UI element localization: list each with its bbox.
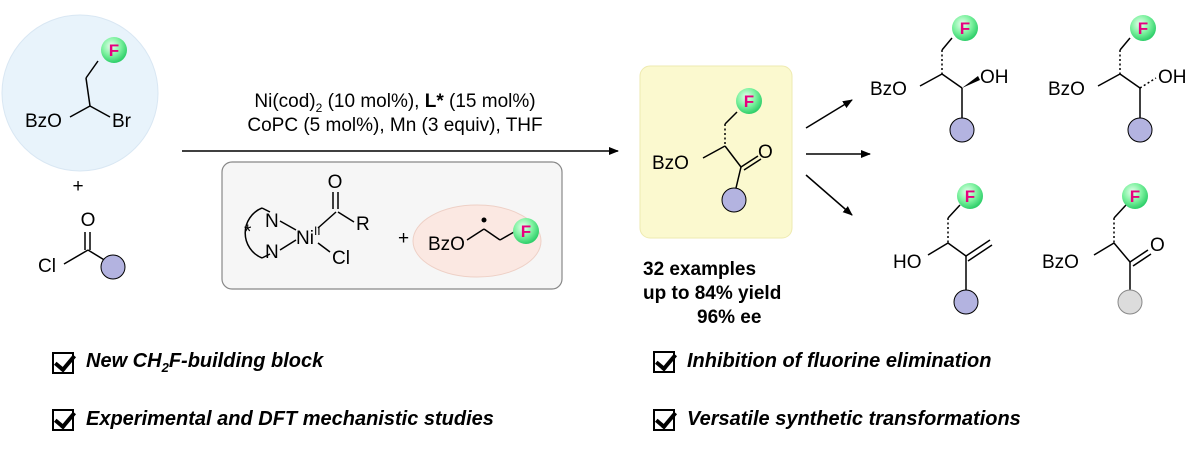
- cl-label: Cl: [38, 256, 56, 277]
- derivative-1: F BzO OH: [870, 15, 1009, 143]
- start-material: F BzO Br +: [1, 14, 159, 197]
- feature-text: Versatile synthetic transformations: [687, 408, 1021, 430]
- bzo-label: BzO: [25, 111, 62, 132]
- product-fluoro-label: F: [744, 92, 754, 111]
- feature-text: Experimental and DFT mechanistic studies: [86, 408, 494, 430]
- br-label: Br: [112, 111, 132, 132]
- derivative-3: F HO: [893, 183, 993, 315]
- intermediate-plus: +: [398, 228, 409, 249]
- acyl-chloride: O Cl: [38, 210, 126, 280]
- intermediate-box: * N N NiII O R Cl + F BzO: [221, 161, 563, 290]
- fluoro-tag: [101, 37, 127, 63]
- d3-fluoro-label: F: [965, 187, 975, 206]
- derivative-4: F BzO O: [1042, 183, 1165, 315]
- d1-bzo-label: BzO: [870, 79, 907, 100]
- checkbox-icon: [52, 408, 74, 431]
- carbonyl-o-label: O: [81, 210, 96, 231]
- feature-transformations: Versatile synthetic transformations: [653, 408, 1021, 431]
- feature-inhibition: Inhibition of fluorine elimination: [653, 350, 991, 373]
- n-label-1: N: [265, 211, 279, 232]
- product-bzo-label: BzO: [652, 153, 689, 174]
- feature-building-block: New CH2F-building block: [52, 350, 323, 375]
- stat-ee: 96% ee: [697, 307, 761, 328]
- ligand-star: *: [244, 222, 252, 243]
- d4-fluoro-label: F: [1130, 187, 1140, 206]
- d4-fluoro-tag: [1122, 183, 1148, 209]
- radical-bzo-label: BzO: [428, 234, 465, 255]
- conditions-line-1: Ni(cod)2 (10 mol%), L* (15 mol%): [254, 91, 535, 115]
- d1-fluoro-label: F: [960, 19, 970, 38]
- derivative-2: F BzO OH: [1048, 15, 1187, 143]
- product-r-group: [721, 187, 747, 213]
- conditions-line-2: CoPC (5 mol%), Mn (3 equiv), THF: [247, 115, 542, 136]
- d3-ho-label: HO: [893, 252, 922, 273]
- d2-bzo-label: BzO: [1048, 79, 1085, 100]
- d2-r-group: [1127, 117, 1153, 143]
- stat-examples: 32 examples: [643, 259, 756, 280]
- ni-label: NiII: [296, 224, 321, 249]
- start-material-highlight: [1, 14, 159, 172]
- radical-fluoro-tag: [513, 218, 539, 244]
- n-label-2: N: [265, 242, 279, 263]
- d3-r-group: [953, 289, 979, 315]
- fluoro-label: F: [109, 41, 119, 60]
- r-label: R: [356, 214, 370, 235]
- radical-dot: [481, 217, 487, 223]
- checkbox-icon: [653, 408, 675, 431]
- radical-highlight: [412, 204, 542, 278]
- d2-fluoro-tag: [1130, 15, 1156, 41]
- checkbox-icon: [653, 350, 675, 373]
- arrow-down: [805, 174, 853, 216]
- d4-r-group-gray: [1117, 289, 1143, 315]
- feature-text: Inhibition of fluorine elimination: [687, 350, 992, 372]
- wedge-bond: [962, 76, 980, 88]
- d4-o-label: O: [1150, 235, 1165, 256]
- d4-bzo-label: BzO: [1042, 252, 1079, 273]
- acyl-o-label: O: [328, 172, 343, 193]
- d1-r-group: [949, 117, 975, 143]
- d1-oh-label: OH: [980, 67, 1009, 88]
- r-group-circle: [100, 254, 126, 280]
- stat-yield: up to 84% yield: [643, 283, 781, 304]
- d1-fluoro-tag: [952, 15, 978, 41]
- radical-fluoro-label: F: [521, 222, 531, 241]
- arrow-up: [805, 99, 853, 129]
- product: F BzO O: [639, 65, 793, 239]
- feature-mechanistic-studies: Experimental and DFT mechanistic studies: [52, 408, 494, 431]
- d2-fluoro-label: F: [1138, 19, 1148, 38]
- d2-oh-label: OH: [1158, 67, 1187, 88]
- product-fluoro-tag: [736, 88, 762, 114]
- feature-text: New CH2F-building block: [86, 350, 324, 375]
- d3-fluoro-tag: [957, 183, 983, 209]
- product-o-label: O: [758, 142, 773, 163]
- ni-cl-label: Cl: [332, 248, 350, 269]
- checkbox-icon: [52, 351, 74, 374]
- plus-sign: +: [72, 176, 83, 197]
